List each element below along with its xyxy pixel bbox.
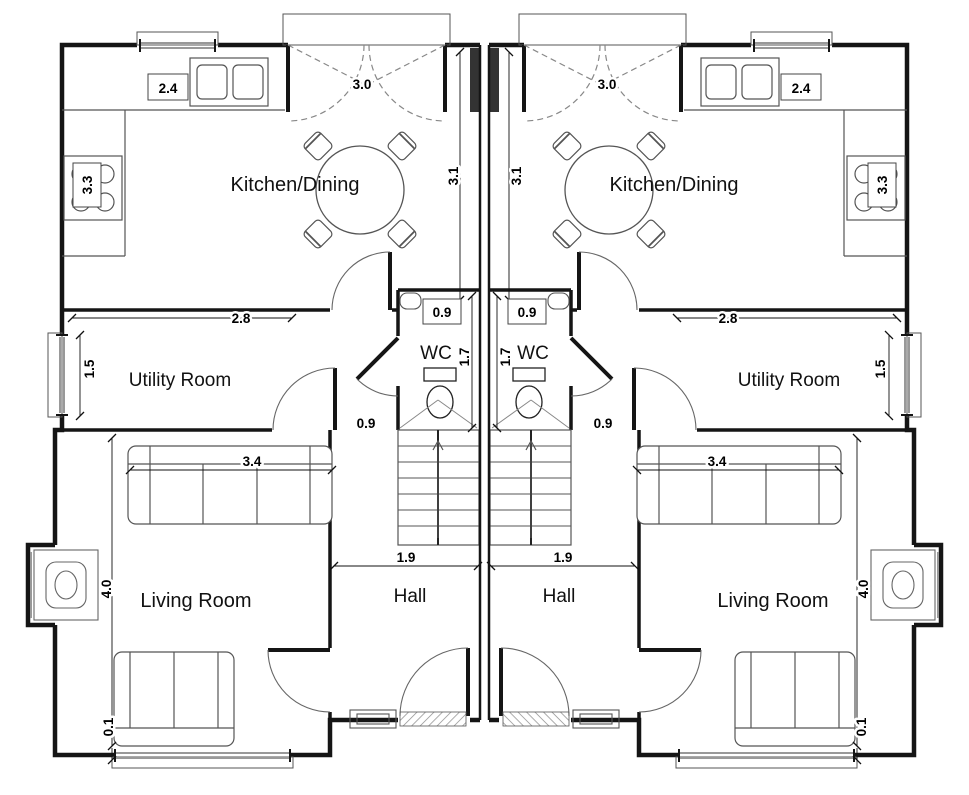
window-caps xyxy=(56,39,291,762)
window-frames xyxy=(47,13,451,769)
party-wall xyxy=(478,45,491,720)
dim-box-wc-right xyxy=(507,298,547,325)
dim-box-sink-left xyxy=(147,73,189,101)
kitchen-sink xyxy=(189,57,269,107)
dim-patio-left: 3.0 xyxy=(353,77,372,92)
kitchen-counter xyxy=(62,109,285,257)
door-swing-arcs xyxy=(267,251,469,717)
room-label-wc-right: WC xyxy=(517,343,549,364)
wc-basin xyxy=(399,292,422,310)
dim-wall-offset-right: 0.1 xyxy=(854,717,869,736)
dim-sink-right: 2.4 xyxy=(792,81,811,96)
dim-box-wc-left xyxy=(422,298,462,325)
dim-sofa-right: 3.4 xyxy=(708,454,727,469)
entrance-threshold xyxy=(399,711,467,727)
room-label-hall-left: Hall xyxy=(394,586,427,607)
dim-wall-offset-left: 0.1 xyxy=(101,717,116,736)
dim-living-depth-right: 4.0 xyxy=(856,580,871,599)
dim-hob-left: 3.3 xyxy=(80,175,95,194)
dim-box-hob-left xyxy=(72,162,102,208)
dim-utility-depth-left: 1.5 xyxy=(82,359,97,378)
room-label-utility-left: Utility Room xyxy=(129,370,231,391)
room-label-utility-right: Utility Room xyxy=(738,370,840,391)
labels-left: Kitchen/Dining Utility Room WC Hall Livi… xyxy=(72,73,475,739)
dim-hob-right: 3.3 xyxy=(875,175,890,194)
dim-hall-width-right: 1.9 xyxy=(554,550,573,565)
dim-wc-width-right: 0.9 xyxy=(518,305,537,320)
room-label-hall-right: Hall xyxy=(543,586,576,607)
dimension-ticks xyxy=(67,47,483,765)
dim-sofa-left: 3.4 xyxy=(243,454,262,469)
toilet xyxy=(423,367,457,419)
interior-walls xyxy=(55,288,480,755)
door-leaves xyxy=(268,45,470,716)
dim-lobby-right: 0.9 xyxy=(594,416,613,431)
unit-left-geometry xyxy=(25,13,483,769)
dim-utility-width-left: 2.8 xyxy=(232,311,251,326)
dining-table xyxy=(315,145,405,235)
dim-box-hob-right xyxy=(867,162,897,208)
dim-wc-depth-right: 1.7 xyxy=(498,348,513,367)
stairs xyxy=(397,399,480,546)
dim-hall-width-left: 1.9 xyxy=(397,550,416,565)
dim-wc-depth-left: 1.7 xyxy=(457,348,472,367)
room-label-wc-left: WC xyxy=(420,343,452,364)
dim-utility-depth-right: 1.5 xyxy=(873,359,888,378)
window-glass xyxy=(30,42,290,759)
kitchen-tall-unit xyxy=(470,48,479,112)
sofa-top xyxy=(127,445,333,525)
dim-lobby-left: 0.9 xyxy=(357,416,376,431)
dim-wc-width-left: 0.9 xyxy=(433,305,452,320)
room-label-living-right: Living Room xyxy=(717,590,828,612)
dim-utility-width-right: 2.8 xyxy=(719,311,738,326)
dim-living-depth-left: 4.0 xyxy=(99,580,114,599)
room-label-living-left: Living Room xyxy=(140,590,251,612)
dim-sink-left: 2.4 xyxy=(159,81,178,96)
dim-kitchen-depth-left: 3.1 xyxy=(446,166,461,185)
dim-box-sink-right xyxy=(780,73,822,101)
labels-right: Kitchen/Dining Utility Room WC Hall Livi… xyxy=(496,73,897,739)
porch-step xyxy=(349,709,397,729)
unit-right-geometry xyxy=(487,14,941,768)
room-label-kitchen-left: Kitchen/Dining xyxy=(231,174,360,196)
sofa-bottom xyxy=(113,651,235,747)
room-label-kitchen-right: Kitchen/Dining xyxy=(610,174,739,196)
bay-fireplace xyxy=(33,549,99,621)
dim-patio-right: 3.0 xyxy=(598,77,617,92)
dimension-lines xyxy=(72,52,478,760)
dim-kitchen-depth-right: 3.1 xyxy=(509,166,524,185)
